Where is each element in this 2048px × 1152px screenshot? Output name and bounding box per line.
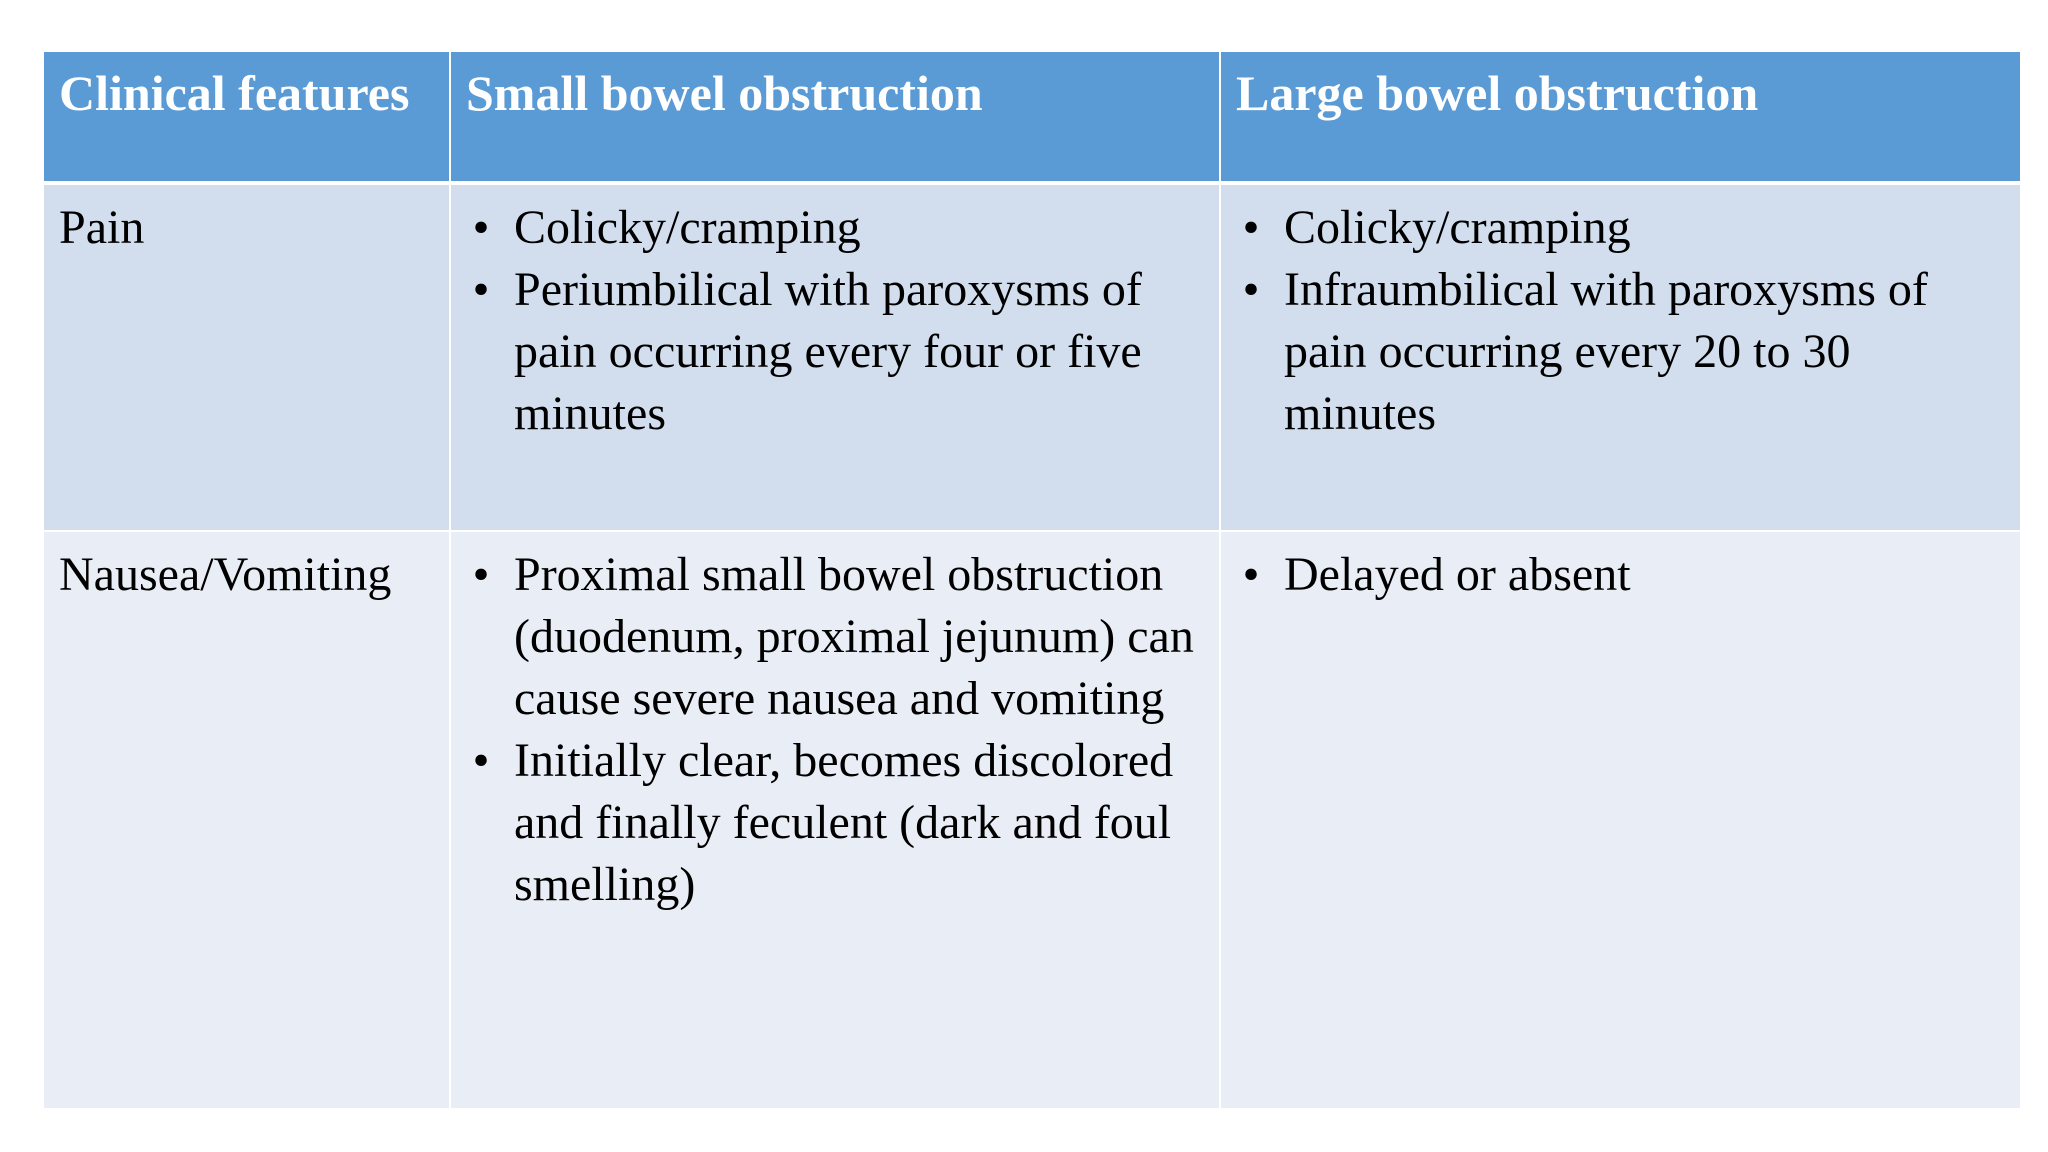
bullet-text: Infraumbilical with paroxysms of pain oc…	[1284, 263, 1928, 440]
bullet-text: Delayed or absent	[1284, 548, 1631, 601]
list-item: • Proximal small bowel obstruction (duode…	[466, 544, 1204, 730]
list-item: • Delayed or absent	[1236, 544, 2005, 606]
bullet-list: • Colicky/cramping • Infraumbilical with p…	[1236, 197, 2005, 445]
header-clinical-features: Clinical features	[44, 52, 451, 185]
list-item: • Initially clear, becomes discolored and…	[466, 730, 1204, 916]
bullet-icon: •	[1242, 263, 1260, 316]
row-nausea-small-bowel: • Proximal small bowel obstruction (duode…	[451, 532, 1221, 1108]
bullet-list: • Proximal small bowel obstruction (duode…	[466, 544, 1204, 916]
row-nausea-feature: Nausea/Vomiting	[44, 532, 451, 1108]
list-item: • Colicky/cramping	[466, 197, 1204, 259]
row-pain-feature: Pain	[44, 185, 451, 532]
bullet-text: Colicky/cramping	[514, 201, 861, 254]
comparison-table: Clinical features Small bowel obstructio…	[44, 52, 2020, 1108]
bullet-icon: •	[1242, 548, 1260, 601]
row-pain-small-bowel: • Colicky/cramping • Periumbilical with pa…	[451, 185, 1221, 532]
bullet-icon: •	[1242, 201, 1260, 254]
bullet-list: • Delayed or absent	[1236, 544, 2005, 606]
bullet-icon: •	[472, 548, 490, 601]
bullet-list: • Colicky/cramping • Periumbilical with pa…	[466, 197, 1204, 445]
bullet-icon: •	[472, 263, 490, 316]
list-item: • Periumbilical with paroxysms of pain oc…	[466, 259, 1204, 445]
list-item: • Colicky/cramping	[1236, 197, 2005, 259]
bullet-text: Colicky/cramping	[1284, 201, 1631, 254]
list-item: • Infraumbilical with paroxysms of pain o…	[1236, 259, 2005, 445]
bullet-icon: •	[472, 201, 490, 254]
bullet-text: Periumbilical with paroxysms of pain occ…	[514, 263, 1142, 440]
row-pain-large-bowel: • Colicky/cramping • Infraumbilical with p…	[1221, 185, 2020, 532]
bullet-text: Initially clear, becomes discolored and …	[514, 734, 1174, 911]
bullet-text: Proximal small bowel obstruction (duoden…	[514, 548, 1194, 725]
row-nausea-large-bowel: • Delayed or absent	[1221, 532, 2020, 1108]
bullet-icon: •	[472, 734, 490, 787]
header-large-bowel-obstruction: Large bowel obstruction	[1221, 52, 2020, 185]
header-small-bowel-obstruction: Small bowel obstruction	[451, 52, 1221, 185]
